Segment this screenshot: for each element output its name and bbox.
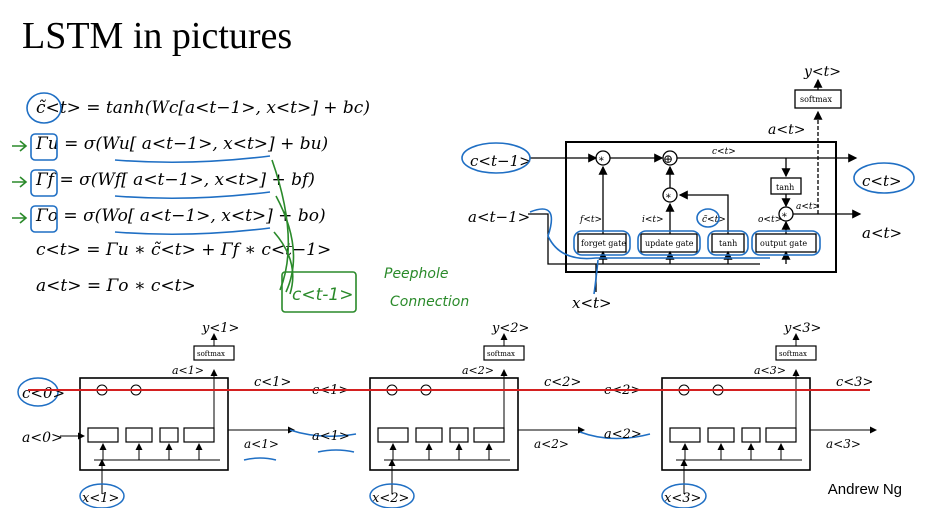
chain-softmax-label: softmax xyxy=(197,350,225,358)
forget-gate-label: forget gate xyxy=(581,239,626,248)
chain-x-label: x<3> xyxy=(664,491,701,506)
chain-y-label: y<3> xyxy=(783,321,821,336)
lstm-cell-detail: ∗ ⊕ c<t> ∗ forget gate update gate tanh … xyxy=(528,78,862,292)
candidate-circle xyxy=(26,92,62,124)
chain-a0: a<0> xyxy=(22,430,63,446)
gamma-f-box xyxy=(30,169,58,197)
chain-gate-box xyxy=(765,427,797,443)
cell-c-inner-label: c<t> xyxy=(712,147,736,157)
chain-a-right-label: a<3> xyxy=(826,437,861,451)
chain-c-out-label: c<1> xyxy=(254,375,291,390)
mult-symbol-3: ∗ xyxy=(781,210,788,221)
chain-x-highlight xyxy=(369,483,415,508)
chain-scribbles xyxy=(243,429,651,461)
chain-softmax-label: softmax xyxy=(487,350,515,358)
i-symbol: i<t> xyxy=(642,215,664,225)
chain-x-highlight xyxy=(79,483,125,508)
cell-output-a: a<t> xyxy=(862,224,902,242)
equation-output-gate: Γo = σ(Wo[ a<t−1>, x<t>] + bo) xyxy=(36,206,326,226)
connection-note: Connection xyxy=(390,294,469,310)
unrolled-cell-3: softmax y<3> a<3> c<3> a<3> x<3> xyxy=(661,321,877,508)
chain-gate-box xyxy=(377,427,409,443)
cell-input-x: x<t> xyxy=(572,294,612,312)
chain-gate-box xyxy=(741,427,761,443)
cell-frame xyxy=(369,377,519,471)
cell-tanh-label: tanh xyxy=(776,183,794,192)
chain-c0-highlight xyxy=(17,377,59,407)
author-name: Andrew Ng xyxy=(827,481,902,498)
chain-y-label: y<2> xyxy=(491,321,529,336)
chain-gate-box xyxy=(669,427,701,443)
equation-forget-gate: Γf = σ(Wf[ a<t−1>, x<t>] + bf) xyxy=(36,170,315,190)
cell-frame xyxy=(661,377,811,471)
peephole-note: Peephole xyxy=(384,266,449,282)
update-gate-label: update gate xyxy=(645,239,694,248)
unrolled-cell-2: softmax y<2> a<2> c<2> a<2> x<2> xyxy=(369,321,585,508)
chain-gate-box xyxy=(125,427,153,443)
cell-input-a: a<t−1> xyxy=(468,208,530,226)
chain-gate-box xyxy=(707,427,735,443)
unrolled-chain: softmax y<1> a<1> c<1> a<1> x<1> softmax y<2> a<… xyxy=(17,321,877,508)
equation-candidate: c̃<t> = tanh(Wc[a<t−1>, x<t>] + bc) xyxy=(36,98,370,118)
cell-output-a-top: a<t> xyxy=(768,122,805,138)
chain-a-into-3: a<2> xyxy=(604,427,642,442)
tanh-gate-label: tanh xyxy=(719,239,737,248)
equation-update-gate: Γu = σ(Wu[ a<t−1>, x<t>] + bu) xyxy=(36,134,329,154)
chain-x-label: x<1> xyxy=(82,491,119,506)
chain-c-out-label: c<3> xyxy=(836,375,873,390)
underline-forget xyxy=(114,191,271,200)
cell-input-c: c<t−1> xyxy=(470,152,532,170)
cell-output-c: c<t> xyxy=(862,172,902,190)
equation-cell-state: c<t> = Γu ∗ c̃<t> + Γf ∗ c<t−1> xyxy=(36,240,332,260)
chain-gate-box xyxy=(473,427,505,443)
chain-a-top-label: a<3> xyxy=(754,364,786,377)
slide-title: LSTM in pictures xyxy=(22,15,293,57)
chain-gate-box xyxy=(415,427,443,443)
chain-a-top-label: a<1> xyxy=(172,364,204,377)
equation-activation: a<t> = Γo ∗ c<t> xyxy=(36,276,196,296)
chain-gate-box xyxy=(183,427,215,443)
chain-softmax-label: softmax xyxy=(779,350,807,358)
add-symbol: ⊕ xyxy=(663,152,673,166)
unrolled-cell-1: softmax y<1> a<1> c<1> a<1> x<1> xyxy=(79,321,295,508)
output-gate-label: output gate xyxy=(760,239,807,248)
gamma-u-box xyxy=(30,133,58,161)
chain-a-top-label: a<2> xyxy=(462,364,494,377)
chain-gate-box xyxy=(87,427,119,443)
chain-x-highlight xyxy=(661,483,707,508)
chain-a-into-2: a<1> xyxy=(312,429,350,444)
chain-x-label: x<2> xyxy=(372,491,409,506)
gamma-o-box xyxy=(30,205,58,233)
equation-annotations xyxy=(26,92,271,236)
f-symbol: f<t> xyxy=(579,215,602,225)
chain-a-right-label: a<1> xyxy=(244,437,279,451)
chain-a-right-label: a<2> xyxy=(534,437,569,451)
chain-gate-box xyxy=(449,427,469,443)
cell-highlights xyxy=(461,142,915,295)
peephole-annotation xyxy=(12,140,357,313)
mult-symbol: ∗ xyxy=(598,154,605,165)
underline-output xyxy=(114,227,271,236)
c-tilde-symbol: c̃<t> xyxy=(702,214,726,225)
o-symbol: o<t> xyxy=(758,215,782,225)
chain-c0: c<0> xyxy=(22,384,65,402)
chain-y-label: y<1> xyxy=(201,321,239,336)
cell-frame xyxy=(79,377,229,471)
cell-a-inner-label: a<t> xyxy=(796,202,820,212)
chain-c-out-label: c<2> xyxy=(544,375,581,390)
chain-gate-box xyxy=(159,427,179,443)
handwritten-c-prev: c<t-1> xyxy=(292,285,353,305)
cell-output-y: y<t> xyxy=(803,64,841,80)
underline-update xyxy=(114,155,271,164)
mult-symbol-2: ∗ xyxy=(665,191,672,202)
cell-softmax-label: softmax xyxy=(800,95,832,104)
